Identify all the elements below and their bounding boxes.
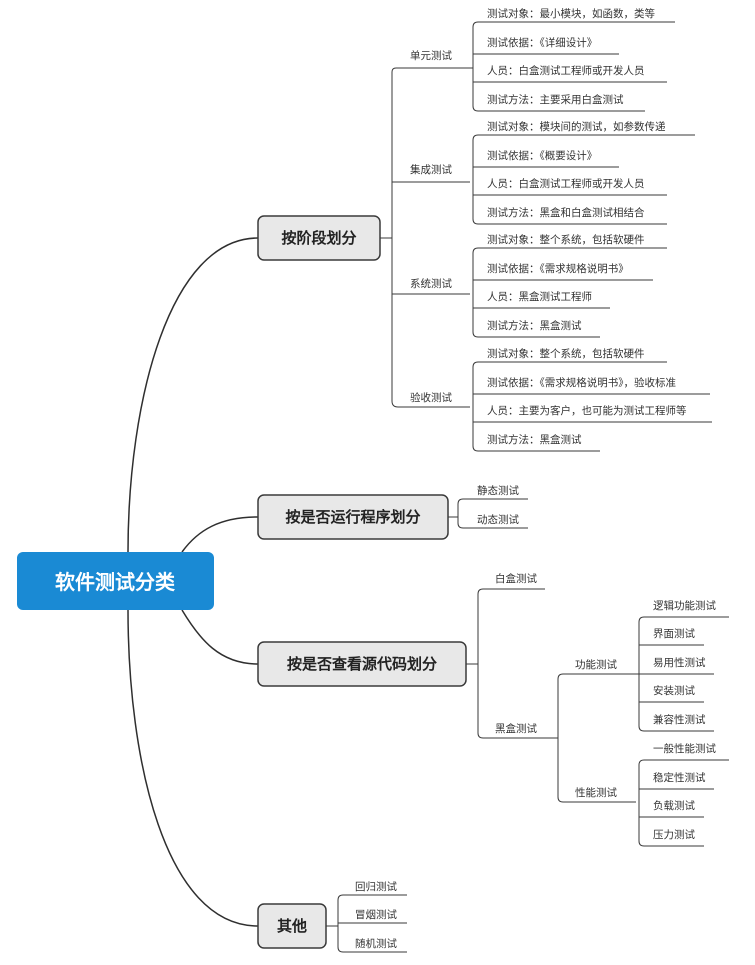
leaf-text: 冒烟测试 — [355, 908, 397, 921]
leaf-text: 回归测试 — [355, 880, 397, 893]
leaf-text: 人员：白盒测试工程师或开发人员 — [487, 64, 645, 77]
stage-integration-group — [472, 134, 695, 225]
root-connectors — [127, 237, 259, 927]
branch-run-label: 按是否运行程序划分 — [285, 508, 420, 526]
blackbox-label: 黑盒测试 — [495, 722, 537, 735]
leaf-text: 测试方法：黑盒和白盒测试相结合 — [487, 206, 645, 219]
leaf-text: 安装测试 — [653, 684, 695, 697]
leaf-text: 兼容性测试 — [653, 713, 706, 726]
stage-system-label: 系统测试 — [410, 277, 452, 290]
branch-node-box — [257, 494, 449, 540]
leaf-text: 测试依据：《概要设计》 — [487, 149, 597, 162]
branch-source-group: 按是否查看源代码划分 白盒测试 黑盒测试 功能测试 性能测试 逻辑功能测试 界面… — [257, 572, 729, 847]
leaf-text: 随机测试 — [355, 937, 397, 950]
branch-node-box — [257, 903, 327, 949]
leaf-text: 测试对象：最小模块，如函数，类等 — [487, 7, 655, 20]
leaf-text: 测试对象：整个系统，包括软硬件 — [487, 233, 645, 246]
leaf-text: 易用性测试 — [653, 656, 706, 669]
branch-source-label: 按是否查看源代码划分 — [287, 655, 437, 673]
leaf-text: 人员：黑盒测试工程师 — [487, 290, 592, 303]
leaf-text: 稳定性测试 — [653, 771, 706, 784]
stage-system-group — [472, 247, 667, 338]
leaf-text: 测试对象：整个系统，包括软硬件 — [487, 347, 645, 360]
leaf-text: 负载测试 — [653, 799, 695, 812]
branch-stage-label: 按阶段划分 — [281, 229, 356, 247]
performance-test-label: 性能测试 — [575, 786, 617, 799]
leaf-text: 测试方法：主要采用白盒测试 — [487, 93, 624, 106]
stage-acceptance-group — [472, 361, 712, 452]
leaf-text: 界面测试 — [653, 627, 695, 640]
connector-root-other — [127, 609, 259, 927]
root-node-group: 软件测试分类 — [17, 552, 214, 610]
branch-node-box — [257, 641, 467, 687]
branch-other-label: 其他 — [277, 917, 307, 935]
leaf-text: 静态测试 — [477, 484, 519, 497]
branch-run-group: 按是否运行程序划分 静态测试 动态测试 — [257, 484, 528, 540]
connector-root-stage — [127, 237, 259, 553]
root-node — [17, 552, 214, 610]
stage-integration-label: 集成测试 — [410, 163, 452, 176]
connector-root-source — [181, 609, 259, 665]
stage-unit-label: 单元测试 — [410, 49, 452, 62]
branch-other-group: 其他 回归测试 冒烟测试 随机测试 — [257, 880, 407, 953]
leaf-text: 测试依据：《需求规格说明书》，验收标准 — [487, 376, 676, 389]
leaf-text: 人员：主要为客户，也可能为测试工程师等 — [487, 404, 687, 417]
branch-stage-group: 按阶段划分 单元测试 集成测试 系统测试 验收测试 测试对象：最小模块，如函数，… — [257, 7, 712, 452]
leaf-text: 测试依据：《详细设计》 — [487, 36, 597, 49]
leaf-text: 动态测试 — [477, 513, 519, 526]
branch-node-box — [257, 215, 381, 261]
root-label: 软件测试分类 — [55, 570, 175, 594]
leaf-text: 测试依据：《需求规格说明书》 — [487, 262, 629, 275]
functional-test-label: 功能测试 — [575, 658, 617, 671]
leaf-text: 逻辑功能测试 — [653, 599, 716, 612]
leaf-text: 压力测试 — [653, 828, 695, 841]
stage-acceptance-label: 验收测试 — [410, 391, 452, 404]
stage-unit-group — [470, 21, 675, 112]
whitebox-label: 白盒测试 — [495, 572, 537, 585]
leaf-text: 一般性能测试 — [653, 742, 716, 755]
leaf-text: 测试对象：模块间的测试，如参数传递 — [487, 120, 666, 133]
connector-root-run — [181, 516, 259, 553]
leaf-text: 测试方法：黑盒测试 — [487, 319, 582, 332]
leaf-text: 人员：白盒测试工程师或开发人员 — [487, 177, 645, 190]
leaf-text: 测试方法：黑盒测试 — [487, 433, 582, 446]
